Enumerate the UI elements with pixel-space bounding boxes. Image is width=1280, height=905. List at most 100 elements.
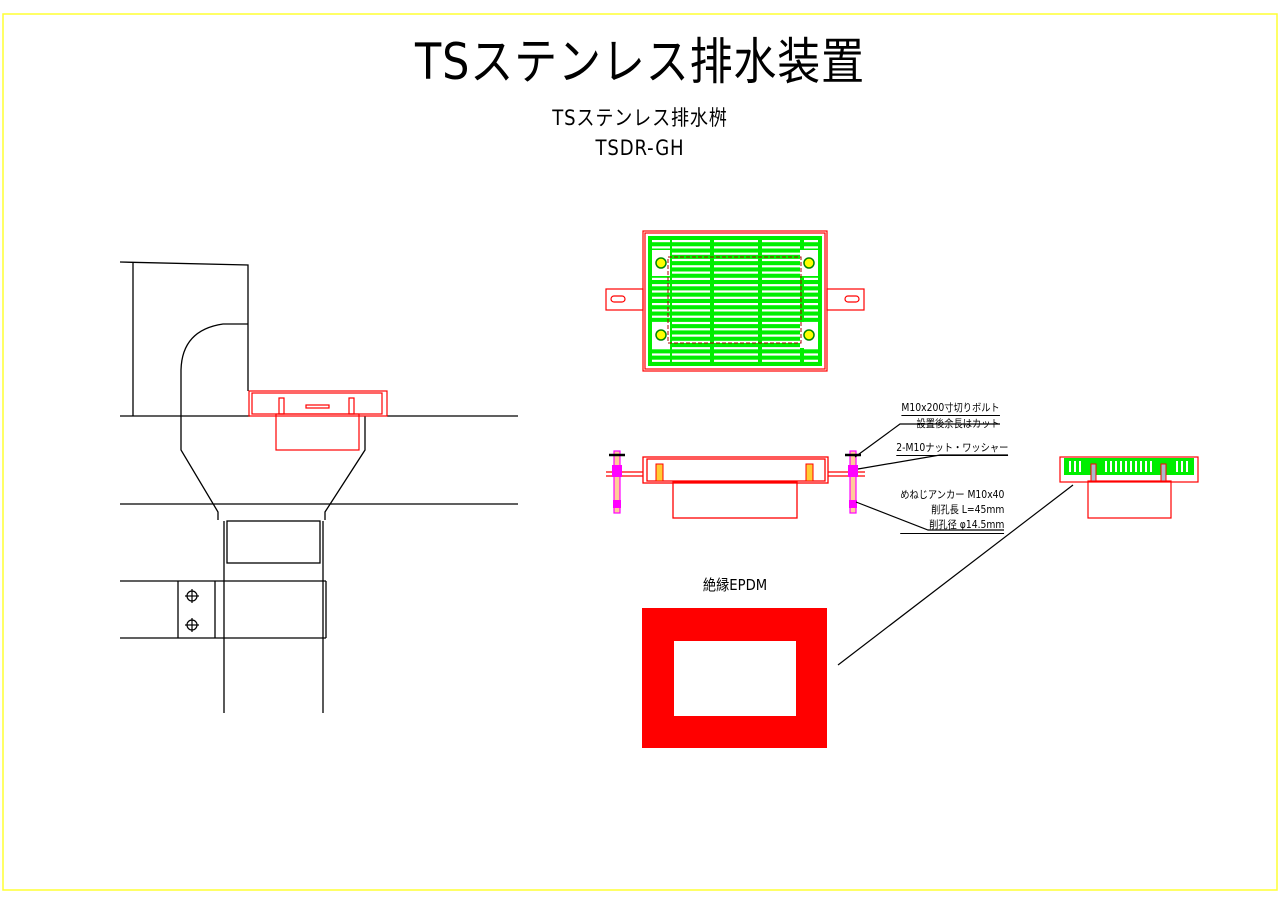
grating-slot	[652, 296, 670, 299]
grating-slot	[714, 359, 758, 362]
anchor-note: めねじアンカー M10x40 削孔長 L=45mm 削孔径 φ14.5mm	[899, 488, 1004, 534]
drawing-title: TSステンレス排水装置	[414, 33, 866, 91]
grating-slot	[652, 359, 670, 362]
grating-slot	[672, 309, 710, 312]
fastener-icon	[803, 257, 815, 269]
anchor-bolt-left	[609, 450, 625, 514]
anchor-note-line1: めねじアンカー M10x40	[899, 489, 1004, 501]
grating-area	[648, 236, 822, 366]
grating-slot	[652, 353, 670, 356]
leader-lines	[837, 423, 1074, 666]
grating-slot	[652, 303, 670, 306]
model-number: TSDR-GH	[595, 136, 685, 160]
grating-slot	[762, 258, 800, 262]
grating-slot	[672, 265, 710, 268]
grating-slot	[652, 290, 670, 293]
grating-slot	[804, 359, 818, 362]
grating-slot	[1079, 461, 1081, 472]
grating-slot	[672, 296, 710, 299]
grating-slot	[672, 359, 710, 362]
bolt-note-line2: 設置後余長はカット	[916, 418, 1000, 430]
anchor-bolt-right	[845, 450, 861, 514]
grating-slot	[804, 315, 818, 318]
grating-slot	[714, 258, 758, 262]
grating-slot	[1150, 461, 1152, 472]
grating-slot	[762, 290, 800, 293]
grating-slot	[652, 347, 670, 350]
grating-slot	[762, 328, 800, 331]
grating-slot	[804, 284, 818, 287]
grating-slot	[1105, 461, 1107, 472]
grating-slot	[804, 347, 818, 350]
grating-slot	[762, 353, 800, 356]
grating-slot	[804, 296, 818, 299]
grating-slot	[1069, 461, 1071, 472]
grating-slot	[714, 321, 758, 325]
epdm-gasket	[642, 608, 827, 748]
outlet-socket	[226, 520, 321, 564]
grating-slot	[804, 240, 818, 243]
grating-slot	[714, 265, 758, 268]
grating-slot	[804, 277, 818, 280]
grating-slot	[1176, 461, 1178, 472]
fastener-icon	[655, 257, 667, 269]
grating-slot	[762, 334, 800, 337]
nut-note: 2-M10ナット・ワッシャー	[895, 440, 1008, 456]
plan-fastener-icons	[655, 257, 815, 341]
grating-slot	[714, 315, 758, 318]
drain-side-section	[606, 450, 865, 519]
grating-slot	[714, 309, 758, 312]
anchor-note-line2: 削孔長 L=45mm	[930, 504, 1004, 516]
drawing-frame-border	[2, 13, 1278, 891]
grating-slot	[1074, 461, 1076, 472]
grating-slot	[672, 315, 710, 318]
grating-slot	[672, 252, 710, 255]
drain-section-with-grating	[1059, 456, 1199, 519]
funnel-right	[324, 416, 366, 520]
grating-slot	[762, 303, 800, 306]
grating-slot	[714, 246, 758, 249]
epdm-leader	[837, 484, 1074, 666]
grating-slot	[714, 284, 758, 287]
grating-slot	[672, 284, 710, 287]
grating-slot	[762, 240, 800, 243]
nut-leader	[857, 454, 1008, 470]
drain-section-installed	[248, 390, 388, 451]
grating-slot	[762, 252, 800, 255]
fastener-icon	[655, 329, 667, 341]
grating-slot	[714, 240, 758, 243]
grating-slot	[652, 246, 670, 249]
bolt-note-line1: M10x200寸切りボルト	[901, 402, 1000, 416]
grating-slot	[762, 315, 800, 318]
grating-slot	[672, 277, 710, 280]
nut-note-line1: 2-M10ナット・ワッシャー	[895, 442, 1008, 456]
grating-slot	[804, 309, 818, 312]
grating-slot	[672, 258, 710, 262]
grating-slot	[672, 347, 710, 350]
grating-slot	[672, 271, 710, 274]
grating-slot	[672, 334, 710, 337]
parapet-outline	[119, 261, 249, 324]
grating-slot	[1186, 461, 1188, 472]
grating-slot	[762, 284, 800, 287]
grating-slot	[652, 240, 670, 243]
grating-slot	[804, 246, 818, 249]
grating-slot	[804, 303, 818, 306]
grating-slot	[714, 347, 758, 350]
bolt-leader	[854, 423, 1000, 458]
grating-slot	[1115, 461, 1117, 472]
grating-slot	[1120, 461, 1122, 472]
anchor-note-line3: 削孔径 φ14.5mm	[899, 518, 1004, 534]
grating-slot	[1145, 461, 1147, 472]
grating-slot	[652, 309, 670, 312]
grating-slot	[762, 277, 800, 280]
grating-slot	[714, 296, 758, 299]
grating-slot	[714, 290, 758, 293]
grating-slot	[672, 240, 710, 243]
grating-slot	[672, 321, 710, 325]
grating-slot	[1110, 461, 1112, 472]
grating-slot	[762, 271, 800, 274]
bolt-note: M10x200寸切りボルト 設置後余長はカット	[901, 400, 1000, 431]
grating-slot	[1125, 461, 1127, 472]
